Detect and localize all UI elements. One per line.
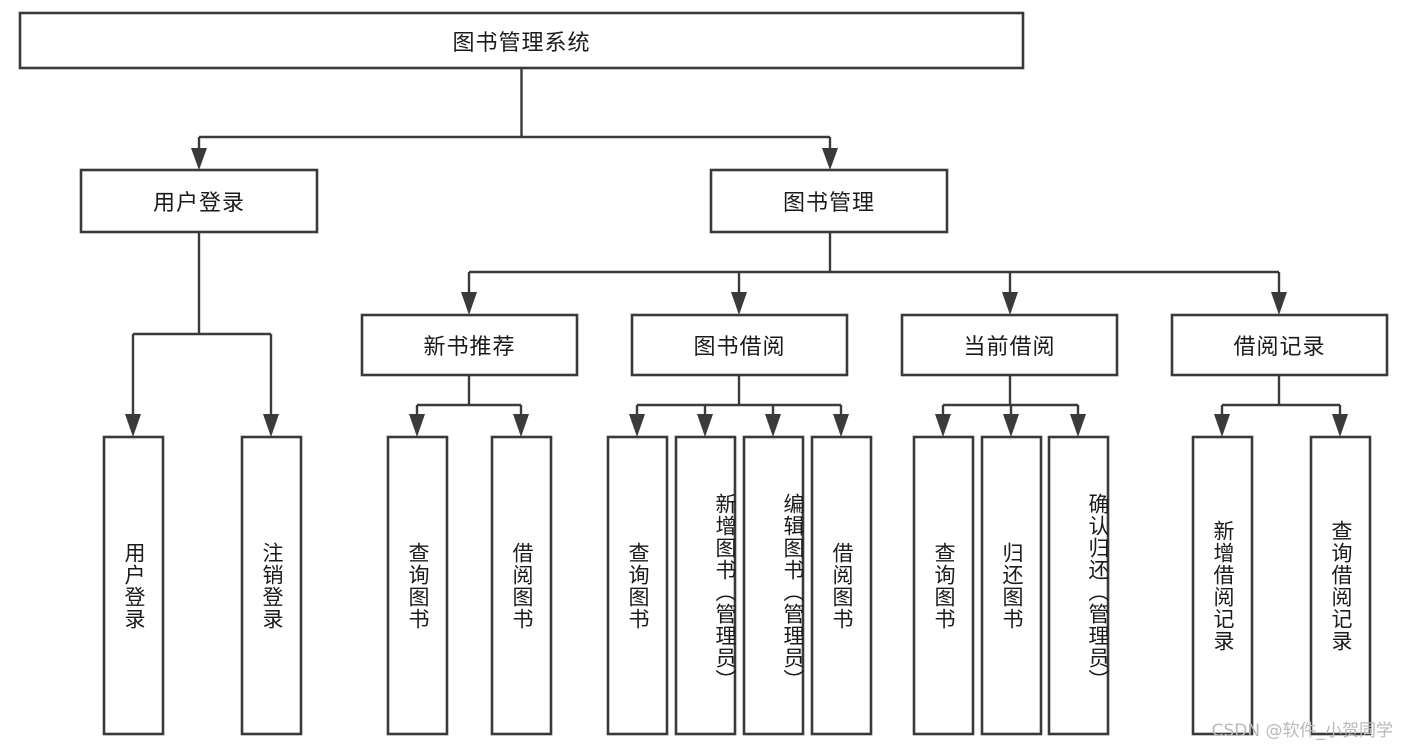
arrow-head-cb-leaf-1 xyxy=(935,414,951,437)
arrow-head-cb-leaf-3 xyxy=(1070,414,1086,437)
node-box-leaf-recommend-query[interactable] xyxy=(386,435,449,736)
arrow-head-recommend-leaf-2 xyxy=(513,414,529,437)
arrow-head-book-manage xyxy=(822,148,838,170)
node-box-new-book-recommend[interactable] xyxy=(360,313,579,377)
node-box-leaf-cb-confirm[interactable] xyxy=(1047,435,1110,736)
arrow-head-cb-leaf-2 xyxy=(1003,414,1019,437)
arrow-head-rec-leaf-1 xyxy=(1214,414,1230,437)
connector-group xyxy=(125,68,1348,437)
node-box-leaf-bb-add[interactable] xyxy=(674,435,737,736)
arrow-head-new-book-recommend xyxy=(461,292,477,315)
arrow-head-borrow-records xyxy=(1271,292,1287,315)
node-box-user-login[interactable] xyxy=(79,168,319,234)
watermark-text: CSDN @软件_小贺同学 xyxy=(1211,721,1393,741)
node-box-leaf-logout[interactable] xyxy=(240,435,303,736)
node-box-leaf-recommend-borrow[interactable] xyxy=(490,435,553,736)
node-box-current-borrow[interactable] xyxy=(900,313,1119,377)
arrow-head-bb-leaf-3 xyxy=(765,414,781,437)
node-box-leaf-rec-query[interactable] xyxy=(1309,435,1372,736)
arrow-head-recommend-leaf-1 xyxy=(409,414,425,437)
node-box-group xyxy=(18,11,1389,736)
arrow-head-bb-leaf-2 xyxy=(697,414,713,437)
node-box-root[interactable] xyxy=(18,11,1025,70)
arrow-head-leaf-logout xyxy=(263,414,279,437)
arrow-head-rec-leaf-2 xyxy=(1332,414,1348,437)
node-box-leaf-bb-query[interactable] xyxy=(606,435,669,736)
node-box-leaf-cb-query[interactable] xyxy=(912,435,975,736)
arrow-head-bb-leaf-1 xyxy=(629,414,645,437)
node-box-leaf-bb-borrow[interactable] xyxy=(810,435,873,736)
arrow-head-bb-leaf-4 xyxy=(833,414,849,437)
node-box-book-borrow[interactable] xyxy=(630,313,849,377)
arrow-head-book-borrow xyxy=(731,292,747,315)
node-box-book-manage[interactable] xyxy=(709,168,949,234)
node-box-leaf-rec-add[interactable] xyxy=(1191,435,1254,736)
arrow-head-current-borrow xyxy=(1002,292,1018,315)
arrow-head-leaf-user-login xyxy=(125,414,141,437)
node-box-leaf-user-login[interactable] xyxy=(102,435,165,736)
node-box-borrow-records[interactable] xyxy=(1170,313,1389,377)
arrow-head-user-login xyxy=(191,148,207,170)
node-box-leaf-bb-edit[interactable] xyxy=(742,435,805,736)
node-box-leaf-cb-return[interactable] xyxy=(980,435,1043,736)
